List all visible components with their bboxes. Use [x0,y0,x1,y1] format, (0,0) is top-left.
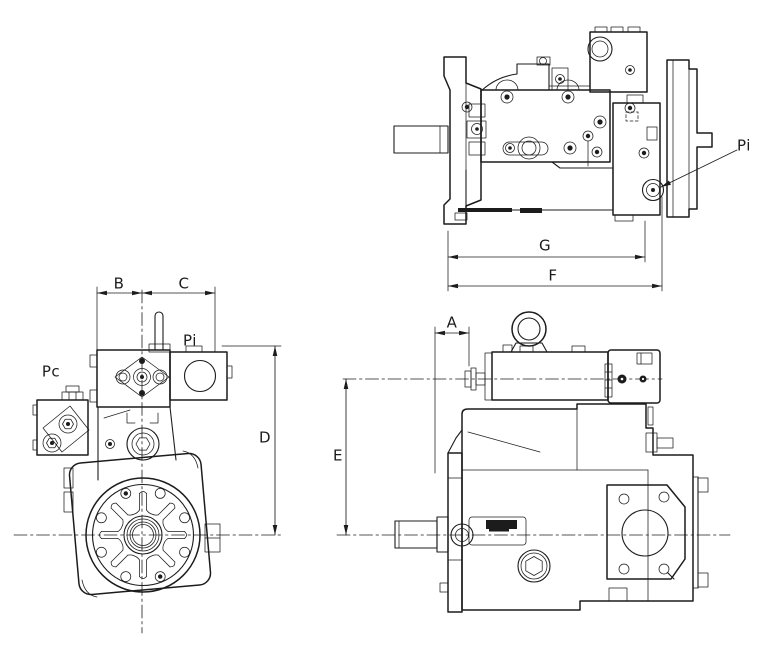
dim-label-d: D [258,428,272,447]
side-mounting-flange-strip [439,429,463,613]
port-label-pi-front: Pi [183,331,197,350]
side-dimensions [343,326,470,536]
dim-label-a: A [446,313,458,332]
nameplate [468,516,527,546]
side-port-flange [606,484,686,580]
dim-label-g: G [538,236,552,255]
front-view [13,286,282,634]
dim-label-e: E [333,446,343,465]
top-body [454,56,614,221]
port-label-pi-top: Pi [737,136,751,155]
top-valve-block [587,26,648,93]
top-mounting-flange [443,56,482,225]
side-rear-plate [692,476,709,589]
front-mid-body [63,406,177,513]
hex-drain-plug [517,549,551,583]
top-control-block [612,94,665,222]
dim-label-c: C [178,274,190,293]
shaft-spline-end [123,515,163,555]
front-dimensions [96,286,282,536]
side-view [336,311,731,613]
pilot-fitting [464,367,486,391]
top-dimensions [447,149,738,292]
port-pilot-circle [621,509,669,557]
flange-bolt-holes [96,488,190,582]
top-shaft [393,125,449,154]
top-rear-flange [666,59,713,218]
front-valve-block [89,349,171,408]
port-label-pc: Pc [41,362,61,381]
side-shaft [394,516,449,553]
pi-port-top [641,178,665,202]
shaft-boss-inner [455,528,469,542]
side-valve-block [464,345,661,404]
shaft-boss [450,523,474,547]
dim-label-b: B [113,274,125,293]
front-mounting-flange [68,450,221,598]
pi-leader-line [660,149,738,188]
control-lever-pin [148,311,171,353]
pc-valve-block [32,385,90,456]
pi-port-block-front [169,345,233,401]
pi-port-front [183,359,217,393]
dim-label-f: F [548,266,558,285]
top-view [393,26,738,292]
